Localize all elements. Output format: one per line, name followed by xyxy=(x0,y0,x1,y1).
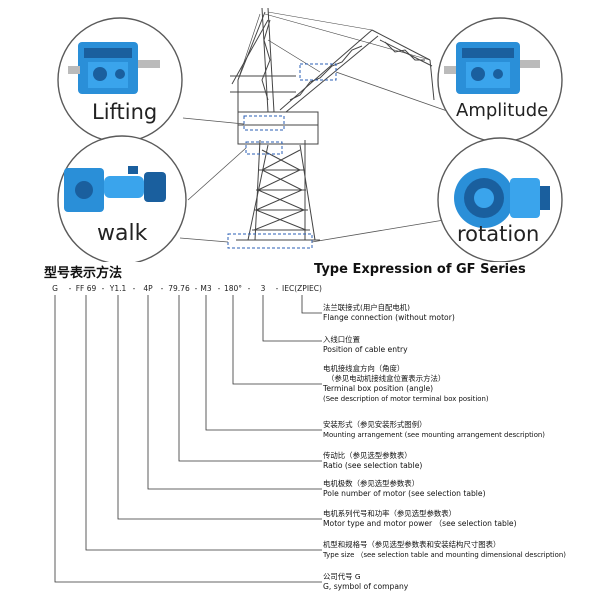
code-token-type-size: FF 69 xyxy=(75,284,97,293)
code-token-pole-number: 4P xyxy=(143,284,153,293)
heading-chinese: 型号表示方法 xyxy=(44,266,123,281)
code-token-cable-entry: 3 xyxy=(260,284,266,293)
amplitude-label: Amplitude xyxy=(456,100,549,121)
walk-gearbox-circle xyxy=(57,135,187,262)
code-separator: - xyxy=(132,284,136,293)
explanation-en: Terminal box position (angle) xyxy=(323,384,434,393)
code-separator: - xyxy=(247,284,251,293)
code-separator: - xyxy=(194,284,198,293)
code-separator: - xyxy=(217,284,221,293)
walk-label: walk xyxy=(97,221,148,246)
code-separator: - xyxy=(101,284,105,293)
explanation-en: Motor type and motor power （see selectio… xyxy=(323,519,517,528)
heading-english: Type Expression of GF Series xyxy=(314,262,526,277)
code-token-motor-type: Y1.1 xyxy=(109,284,127,293)
explanation-terminal-box: 电机接线盒方向（角度） （参见电动机接线盒位置表示方法） Terminal bo… xyxy=(323,364,489,404)
explanation-en: Type size （see selection table and mount… xyxy=(323,551,566,559)
explanation-mounting: 安装形式（参见安装形式图例） Mounting arrangement (see… xyxy=(323,420,545,440)
explanation-en: Mounting arrangement (see mounting arran… xyxy=(323,431,545,439)
lifting-gearbox-circle xyxy=(57,17,183,143)
explanation-company: 公司代号 G G, symbol of company xyxy=(323,572,408,592)
code-token-terminal-angle: 180° xyxy=(223,284,243,293)
explanation-cn: 传动比（参见选型参数表） xyxy=(323,451,412,460)
explanation-ratio: 传动比（参见选型参数表） Ratio (see selection table) xyxy=(323,451,422,471)
explanation-flange: 法兰联接式(用户自配电机) Flange connection (without… xyxy=(323,303,455,323)
explanation-en-note: (See description of motor terminal box p… xyxy=(323,395,489,403)
explanation-cn: 电机系列代号和功率（参见选型参数表） xyxy=(323,509,457,518)
lifting-label: Lifting xyxy=(92,100,158,124)
code-separator: - xyxy=(68,284,72,293)
explanation-cn: 入线口位置 xyxy=(323,335,360,344)
explanation-en: G, symbol of company xyxy=(323,582,409,591)
code-separator: - xyxy=(275,284,279,293)
explanation-pole-number: 电机极数（参见选型参数表） Pole number of motor (see … xyxy=(323,479,486,499)
explanation-en: Pole number of motor (see selection tabl… xyxy=(323,489,486,498)
rotation-gearbox-circle xyxy=(437,137,563,262)
explanation-motor-type: 电机系列代号和功率（参见选型参数表） Motor type and motor … xyxy=(323,509,517,529)
explanation-en: Ratio (see selection table) xyxy=(323,461,423,470)
explanation-type-size: 机型和规格号（参见选型参数表和安装结构尺寸图表） Type size （see … xyxy=(323,540,566,560)
explanation-cn-note: （参见电动机接线盒位置表示方法） xyxy=(327,374,446,383)
explanation-cn: 电机接线盒方向（角度） xyxy=(323,364,405,373)
explanation-cn: 电机极数（参见选型参数表） xyxy=(323,479,420,488)
amplitude-gearbox-circle xyxy=(437,17,563,143)
explanation-en: Position of cable entry xyxy=(323,345,408,354)
code-token-mounting: M3 xyxy=(200,284,212,293)
explanation-cn: 机型和规格号（参见选型参数表和安装结构尺寸图表） xyxy=(323,540,501,549)
code-separator: - xyxy=(160,284,164,293)
explanation-cn: 法兰联接式(用户自配电机) xyxy=(323,303,411,312)
code-token-flange: IEC(ZPIEC) xyxy=(282,284,322,293)
explanation-en: Flange connection (without motor) xyxy=(323,313,455,322)
code-token-ratio: 79.76 xyxy=(168,284,190,293)
explanation-cn: 公司代号 G xyxy=(323,572,361,581)
rotation-label: rotation xyxy=(457,222,540,246)
crane-illustration xyxy=(57,7,563,262)
explanation-cn: 安装形式（参见安装形式图例） xyxy=(323,420,427,429)
explanation-cable-entry: 入线口位置 Position of cable entry xyxy=(323,335,408,355)
code-token-company: G xyxy=(52,284,58,293)
